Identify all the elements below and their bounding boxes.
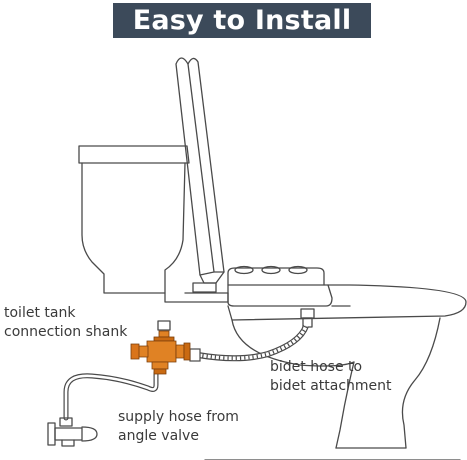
tank-shank-label-line1: toilet tank: [4, 305, 76, 321]
tank-shank: [157, 320, 171, 331]
bidet-hose-label-line1: bidet hose to: [270, 359, 363, 375]
angle-valve-icon: [47, 417, 98, 447]
tank-shank-label-line2: connection shank: [4, 324, 128, 340]
page-title: Easy to Install: [132, 5, 352, 36]
title-banner: Easy to Install: [113, 3, 371, 38]
braided-hose: [189, 324, 309, 362]
bidet-hose-connector: [300, 308, 315, 328]
toilet-tank: [78, 145, 190, 294]
toilet-seat-base: [164, 292, 229, 303]
supply-hose-label: supply hose from angle valve: [118, 408, 239, 446]
toilet-bowl: [204, 284, 467, 460]
supply-hose-label-line1: supply hose from: [118, 409, 239, 425]
supply-hose-label-line2: angle valve: [118, 428, 199, 444]
tank-shank-label: toilet tank connection shank: [4, 304, 127, 342]
t-valve-icon: [130, 330, 191, 375]
bidet-attachment: [227, 265, 333, 307]
bidet-hose-label: bidet hose to bidet attachment: [270, 358, 392, 396]
toilet-lid: [175, 57, 225, 293]
bidet-hose-label-line2: bidet attachment: [270, 378, 392, 394]
